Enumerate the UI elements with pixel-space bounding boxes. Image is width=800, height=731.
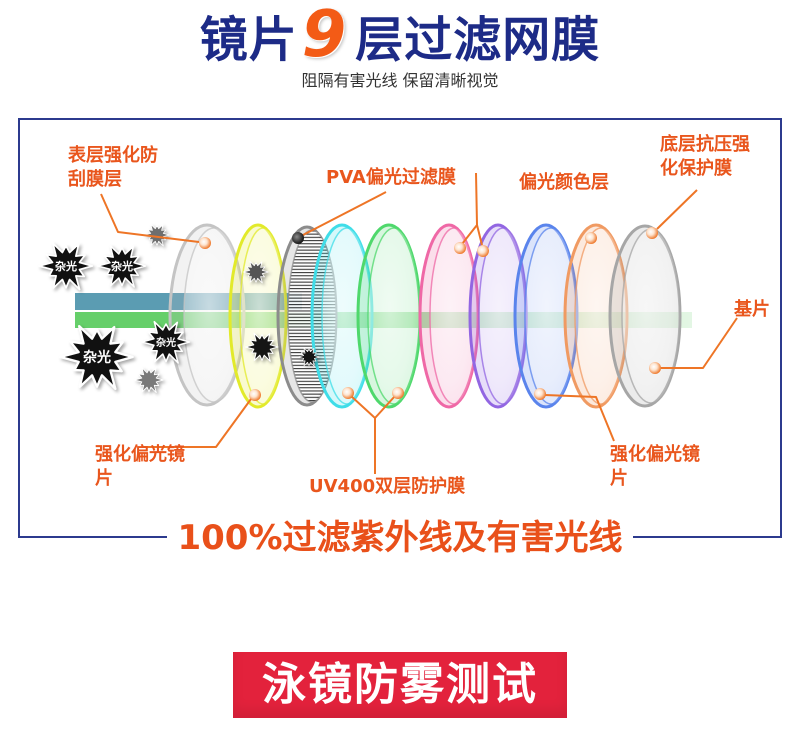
uv-filter-tagline: 100%过滤紫外线及有害光线 <box>0 516 800 560</box>
label-pva-film: PVA偏光过滤膜 <box>326 167 456 188</box>
label-uv400-film: UV400双层防护膜 <box>309 476 466 497</box>
label-line: 片 <box>95 468 113 489</box>
label-polarized-lens-right: 强化偏光镜 片 <box>610 443 700 491</box>
title-suffix: 层过滤网膜 <box>355 12 601 68</box>
label-line: 底层抗压强 <box>660 134 750 155</box>
label-line: 片 <box>610 468 628 489</box>
page-subtitle: 阻隔有害光线 保留清晰视觉 <box>301 71 499 90</box>
label-substrate: 基片 <box>734 299 770 320</box>
title-layer-count: 9 <box>301 0 348 72</box>
label-line: 强化偏光镜 <box>610 444 700 465</box>
label-bottom-coat: 底层抗压强 化保护膜 <box>660 133 750 181</box>
label-top-coat: 表层强化防 刮膜层 <box>68 144 158 192</box>
tagline-text: 100%过滤紫外线及有害光线 <box>167 516 633 560</box>
label-color-layer: 偏光颜色层 <box>519 172 609 193</box>
label-line: 表层强化防 <box>68 145 158 166</box>
label-line: 化保护膜 <box>660 158 732 179</box>
label-polarized-lens-left: 强化偏光镜 片 <box>95 443 185 491</box>
label-line: 刮膜层 <box>68 169 122 190</box>
label-line: 强化偏光镜 <box>95 444 185 465</box>
section-banner: 泳镜防雾测试 <box>233 652 567 718</box>
title-prefix: 镜片 <box>199 12 298 68</box>
